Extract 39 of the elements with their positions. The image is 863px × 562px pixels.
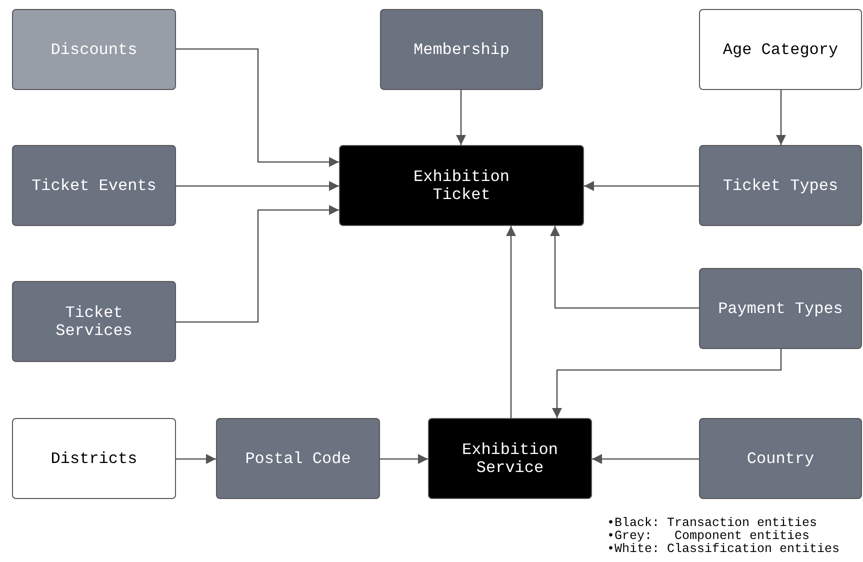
entity-label: Exhibition Service — [460, 440, 559, 476]
entity-label: Ticket Services — [54, 304, 134, 340]
entity-label: Country — [746, 450, 816, 468]
entity-box — [699, 268, 862, 349]
arrow — [592, 454, 699, 464]
entity-box — [699, 145, 862, 226]
arrow — [550, 226, 699, 309]
note-text: •Grey: Component entities — [607, 530, 811, 543]
entity-label: Postal Code — [244, 450, 352, 468]
arrow — [506, 226, 516, 418]
entity-label: Payment Types — [717, 300, 844, 318]
arrow — [552, 349, 782, 418]
entity-box — [428, 418, 592, 499]
entity-box — [12, 145, 176, 226]
entity-box — [339, 145, 584, 226]
arrow — [176, 454, 216, 464]
entity-box — [380, 9, 543, 90]
entity-label: Membership — [412, 40, 510, 58]
arrow — [456, 90, 466, 145]
arrow — [176, 205, 339, 323]
entity-label: Age Category — [722, 40, 840, 58]
entity-box — [12, 418, 176, 499]
note-text: •Black: Transaction entities — [607, 517, 818, 530]
arrow — [176, 48, 339, 167]
entity-label: Districts — [50, 450, 138, 468]
entity-box — [216, 418, 380, 499]
arrow — [584, 181, 699, 191]
entity-box — [699, 418, 862, 499]
arrow — [176, 181, 339, 191]
entity-box — [12, 281, 176, 362]
entity-label: Discounts — [50, 40, 138, 58]
note-text: •White: Classification entities — [607, 543, 840, 556]
entity-box — [12, 9, 176, 90]
entity-box — [699, 9, 862, 90]
entity-label: Ticket Events — [30, 176, 158, 194]
entity-label: Ticket Types — [722, 176, 840, 194]
entity-label: Exhibition Ticket — [412, 168, 510, 204]
arrow — [380, 454, 428, 464]
arrow — [776, 90, 786, 145]
